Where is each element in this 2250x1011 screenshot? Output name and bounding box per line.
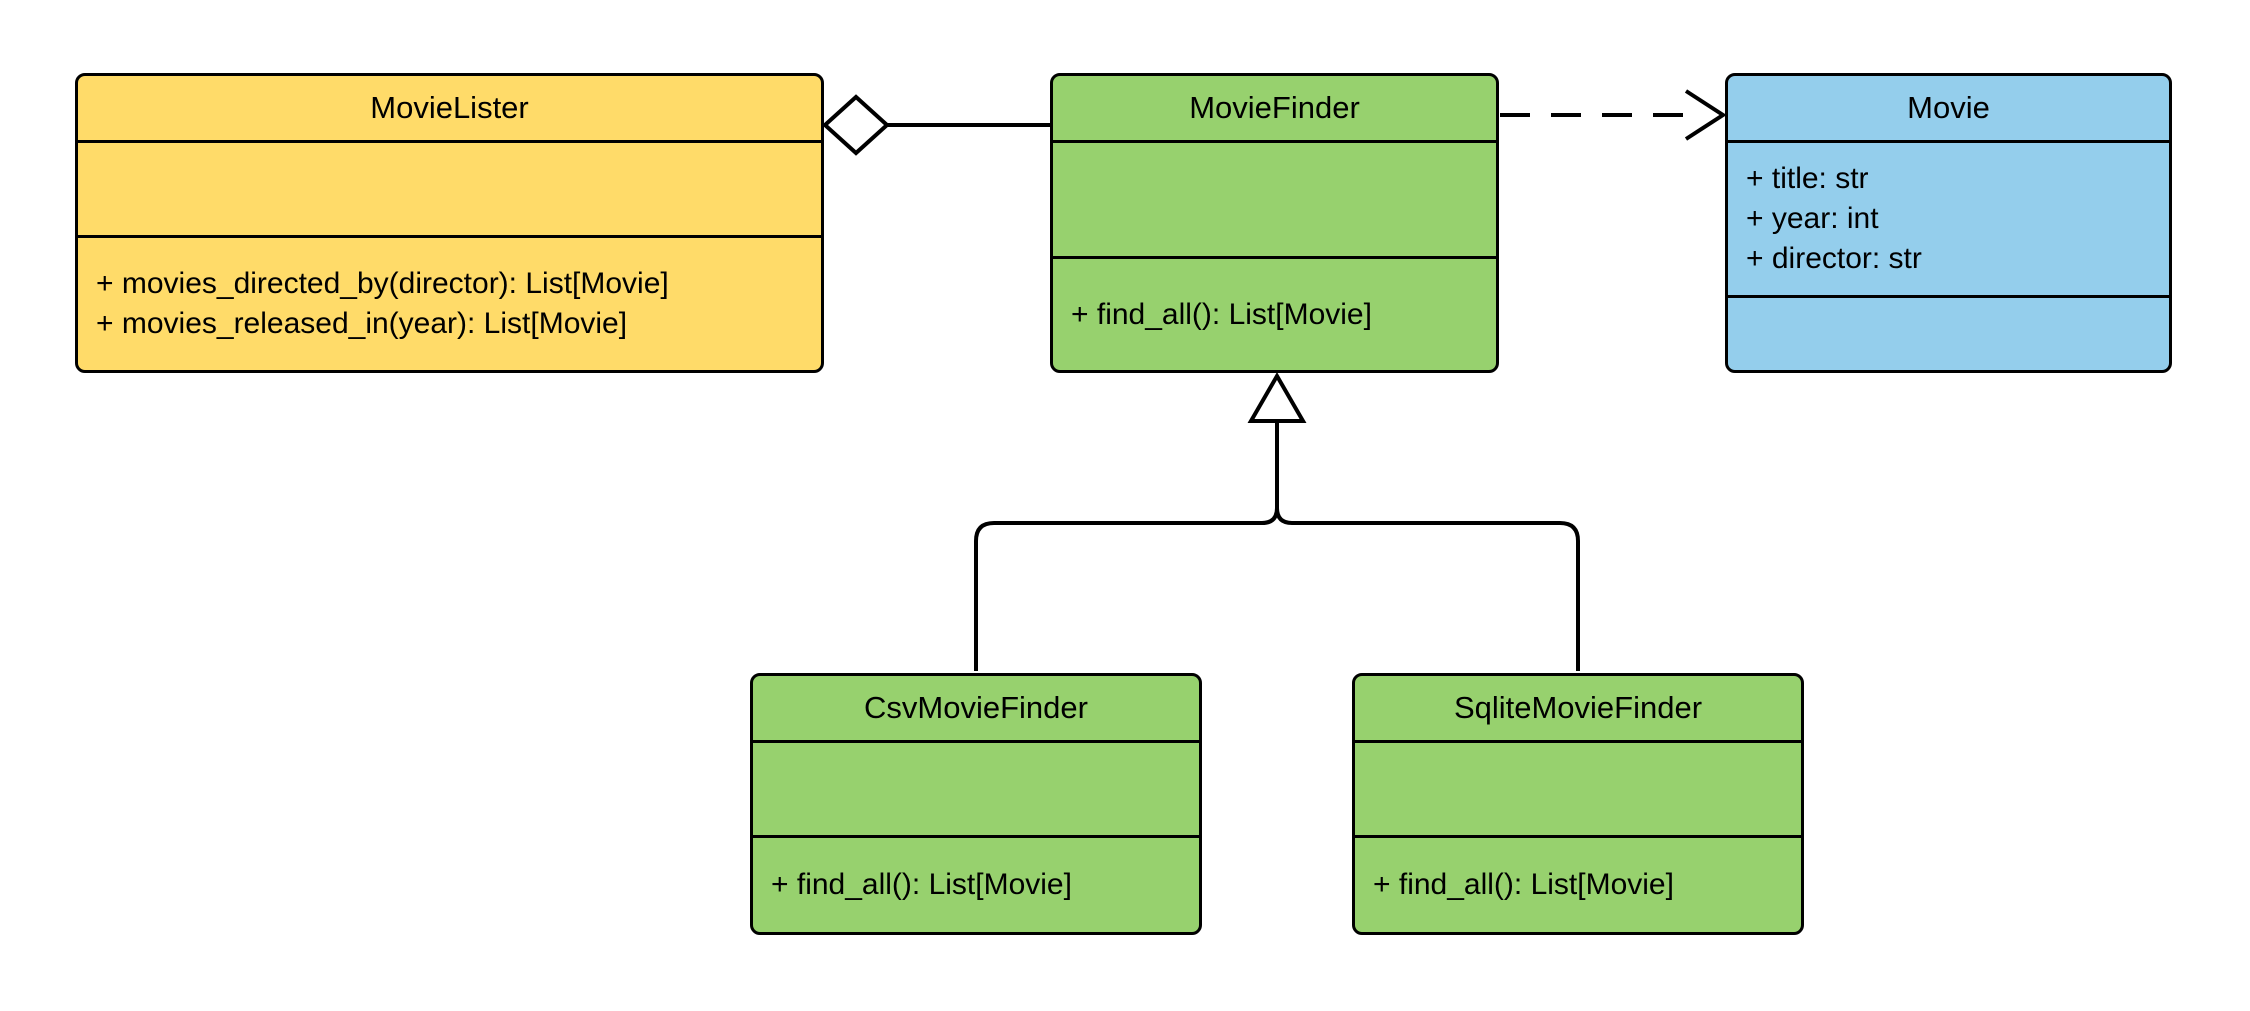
dependency-open-arrow-icon	[1684, 89, 1727, 141]
attribute-label: + director: str	[1746, 242, 1922, 275]
aggregation-edge-movielister-moviefinder[interactable]	[822, 94, 1050, 156]
method-label: + movies_released_in(year): List[Movie]	[96, 307, 628, 340]
methods-compartment: + movies_directed_by(director): List[Mov…	[78, 238, 821, 370]
class-title: Movie	[1728, 76, 2169, 143]
class-movie-lister[interactable]: MovieLister + movies_directed_by(directo…	[75, 73, 824, 373]
method-label: + movies_directed_by(director): List[Mov…	[96, 267, 669, 300]
attributes-compartment	[78, 143, 821, 238]
class-csv-movie-finder[interactable]: CsvMovieFinder + find_all(): List[Movie]	[750, 673, 1202, 935]
inheritance-triangle-icon	[1247, 372, 1307, 423]
attributes-compartment	[1355, 743, 1801, 838]
aggregation-diamond-icon	[822, 94, 890, 156]
dependency-edge-moviefinder-movie[interactable]	[1500, 89, 1727, 141]
inheritance-edge-csv-and-sqlite-to-moviefinder[interactable]	[974, 372, 1580, 671]
attributes-compartment	[753, 743, 1199, 838]
class-sqlite-movie-finder[interactable]: SqliteMovieFinder + find_all(): List[Mov…	[1352, 673, 1804, 935]
class-title: MovieFinder	[1053, 76, 1496, 143]
method-label: + find_all(): List[Movie]	[1373, 868, 1674, 901]
attributes-compartment	[1053, 143, 1496, 259]
methods-compartment	[1728, 298, 2169, 370]
methods-compartment: + find_all(): List[Movie]	[1053, 259, 1496, 370]
class-title: CsvMovieFinder	[753, 676, 1199, 743]
class-title: MovieLister	[78, 76, 821, 143]
method-label: + find_all(): List[Movie]	[1071, 297, 1372, 331]
attribute-label: + year: int	[1746, 202, 1879, 235]
attribute-label: + title: str	[1746, 162, 1869, 195]
attributes-compartment: + title: str + year: int + director: str	[1728, 143, 2169, 298]
class-movie[interactable]: Movie + title: str + year: int + directo…	[1725, 73, 2172, 373]
class-title: SqliteMovieFinder	[1355, 676, 1801, 743]
methods-compartment: + find_all(): List[Movie]	[1355, 838, 1801, 932]
method-label: + find_all(): List[Movie]	[771, 868, 1072, 901]
methods-compartment: + find_all(): List[Movie]	[753, 838, 1199, 932]
class-movie-finder[interactable]: MovieFinder + find_all(): List[Movie]	[1050, 73, 1499, 373]
